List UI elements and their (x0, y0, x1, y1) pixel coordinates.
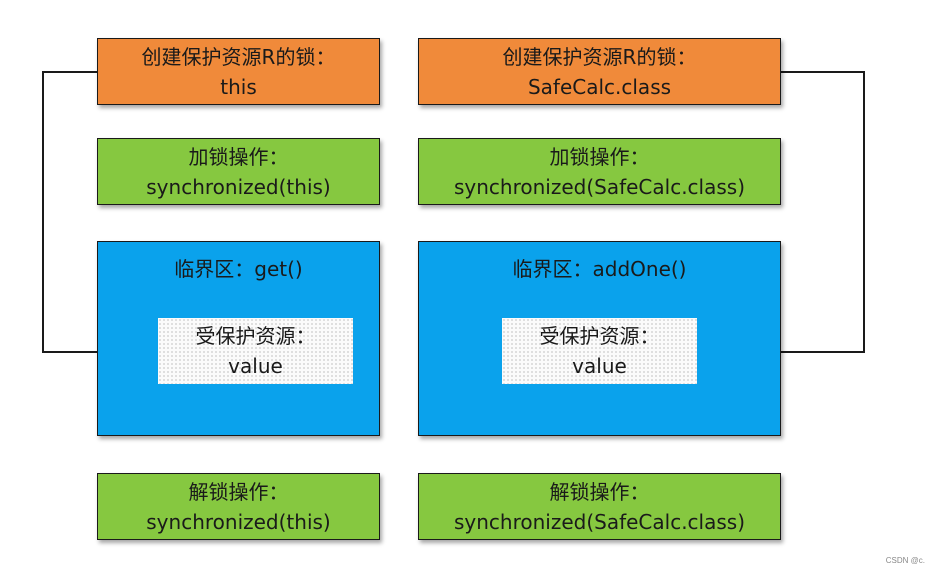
right-protected-resource-value: value (572, 354, 627, 378)
left-protected-resource-label: 受保护资源： (195, 324, 316, 348)
right-protected-resource-box: 受保护资源： value (502, 318, 697, 384)
left-create-lock-value: this (220, 74, 257, 99)
left-unlock-op-value: synchronized(this) (146, 509, 331, 534)
right-unlock-op-label: 解锁操作： (549, 479, 650, 504)
right-lock-to-resource-arrow (699, 71, 865, 356)
right-create-lock-value: SafeCalc.class (527, 74, 672, 99)
right-unlock-op-value: synchronized(SafeCalc.class) (453, 509, 746, 534)
left-create-lock-label: 创建保护资源R的锁： (141, 44, 336, 69)
right-lock-op-value: synchronized(SafeCalc.class) (453, 174, 746, 199)
right-lock-op-box: 加锁操作： synchronized(SafeCalc.class) (418, 138, 781, 205)
right-protected-resource-label: 受保护资源： (539, 324, 660, 348)
left-unlock-op-box: 解锁操作： synchronized(this) (97, 473, 380, 540)
right-create-lock-box: 创建保护资源R的锁： SafeCalc.class (418, 38, 781, 105)
left-lock-op-label: 加锁操作： (188, 144, 289, 169)
left-critical-section-label: 临界区：get() (174, 257, 303, 281)
left-lock-op-value: synchronized(this) (146, 174, 331, 199)
left-lock-op-box: 加锁操作： synchronized(this) (97, 138, 380, 205)
right-create-lock-label: 创建保护资源R的锁： (502, 44, 697, 69)
watermark: CSDN @c. (885, 556, 925, 565)
left-create-lock-box: 创建保护资源R的锁： this (97, 38, 380, 105)
right-critical-section-label: 临界区：addOne() (512, 257, 687, 281)
left-protected-resource-box: 受保护资源： value (158, 318, 353, 384)
right-lock-op-label: 加锁操作： (549, 144, 650, 169)
left-unlock-op-label: 解锁操作： (188, 479, 289, 504)
left-protected-resource-value: value (228, 354, 283, 378)
right-unlock-op-box: 解锁操作： synchronized(SafeCalc.class) (418, 473, 781, 540)
